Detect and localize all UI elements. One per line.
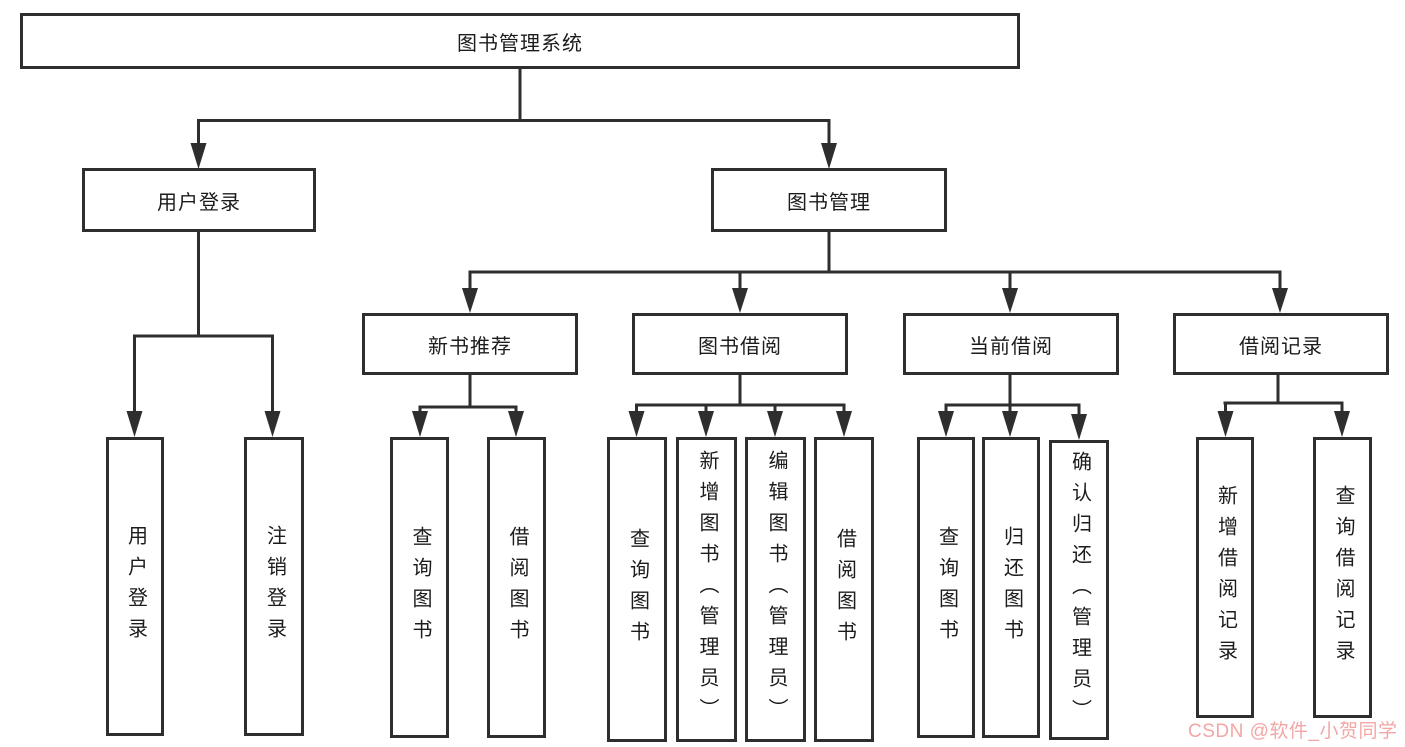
leaf-confirm-return-admin: 确认归还（管理员） [1049,440,1109,740]
leaf-logout-label: 注销登录 [263,524,286,649]
leaf-confirm-return-admin-label: 确认归还（管理员） [1068,450,1091,730]
leaf-query-books-borrowing: 查询图书 [607,437,667,742]
leaf-borrow-books-label: 借阅图书 [833,527,856,652]
leaf-query-borrow-record-label: 查询借阅记录 [1332,484,1354,671]
leaf-add-books-admin-label: 新增图书（管理员） [696,450,718,729]
leaf-add-books-admin: 新增图书（管理员） [676,437,737,742]
node-book-borrowing: 图书借阅 [632,313,848,375]
leaf-edit-books-admin-label: 编辑图书（管理员） [765,450,787,729]
leaf-logout: 注销登录 [244,437,304,736]
leaf-return-books-label: 归还图书 [1000,525,1023,650]
leaf-edit-books-admin: 编辑图书（管理员） [745,437,806,742]
leaf-borrow-books: 借阅图书 [814,437,874,742]
node-book-management: 图书管理 [711,168,947,232]
leaf-borrow-books-recommend-label: 借阅图书 [506,525,528,650]
leaf-query-books-current-label: 查询图书 [935,525,958,650]
leaf-return-books: 归还图书 [982,437,1040,738]
leaf-query-books-borrowing-label: 查询图书 [626,527,649,652]
leaf-query-borrow-record: 查询借阅记录 [1313,437,1372,718]
leaf-query-books-current: 查询图书 [917,437,975,738]
leaf-user-login: 用户登录 [106,437,164,736]
leaf-borrow-books-recommend: 借阅图书 [487,437,546,738]
node-user-login: 用户登录 [82,168,316,232]
leaf-user-login-label: 用户登录 [124,524,147,649]
watermark: CSDN @软件_小贺同学 [1188,721,1398,742]
arrowheads [126,143,1350,440]
node-current-borrowing: 当前借阅 [903,313,1119,375]
leaf-add-borrow-record-label: 新增借阅记录 [1214,484,1237,671]
node-library-system: 图书管理系统 [20,13,1020,69]
node-borrowing-records: 借阅记录 [1173,313,1389,375]
leaf-query-books-recommend: 查询图书 [390,437,449,738]
leaf-query-books-recommend-label: 查询图书 [409,525,431,650]
node-new-book-recommend: 新书推荐 [362,313,578,375]
leaf-add-borrow-record: 新增借阅记录 [1196,437,1254,718]
